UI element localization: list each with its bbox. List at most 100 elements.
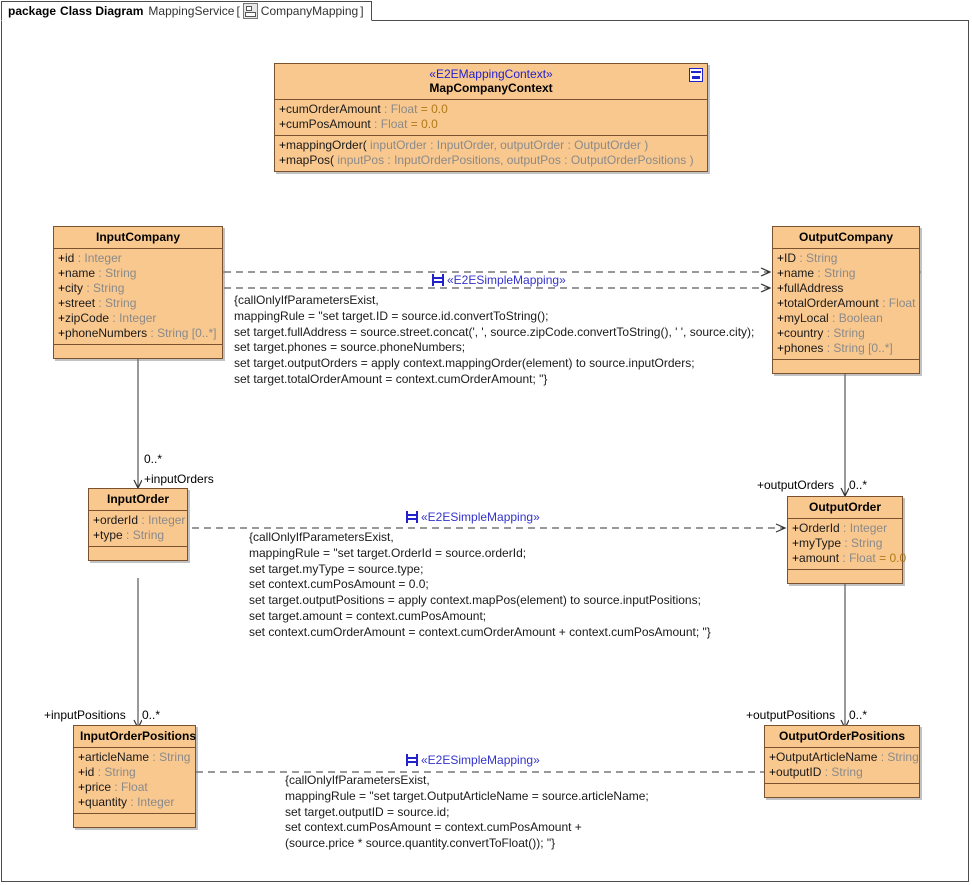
attribute-name: cumOrderAmount bbox=[286, 102, 381, 116]
attribute-type: String [0..*] bbox=[833, 341, 893, 355]
label-output-positions-multiplicity: 0..* bbox=[849, 708, 868, 722]
operations-compartment bbox=[54, 345, 222, 358]
operation-name: mappingOrder( bbox=[286, 138, 367, 152]
visibility: + bbox=[769, 765, 777, 779]
class-name: OutputCompany bbox=[799, 230, 893, 244]
attribute-type: String bbox=[132, 528, 165, 542]
attribute-type: String bbox=[831, 765, 863, 779]
attribute-name: zipCode bbox=[65, 311, 110, 325]
attribute-name: type bbox=[100, 528, 123, 542]
simple-mapping-icon bbox=[406, 511, 418, 523]
attribute-name: phoneNumbers bbox=[65, 326, 148, 340]
attribute-row: +country : String bbox=[777, 326, 914, 341]
mapping-rule-order: {callOnlyIfParametersExist, mappingRule … bbox=[249, 530, 711, 639]
stereotype-text: «E2ESimpleMapping» bbox=[447, 273, 566, 287]
attribute-type: Integer bbox=[84, 251, 122, 265]
class-output-company[interactable]: OutputCompany +ID : String +name : Strin… bbox=[772, 226, 920, 374]
attribute-type: String bbox=[105, 266, 137, 280]
label-input-orders-multiplicity: 0..* bbox=[144, 452, 163, 466]
package-kind: Class Diagram bbox=[60, 4, 144, 18]
package-frame bbox=[1, 20, 969, 882]
visibility: + bbox=[777, 341, 785, 355]
separator: : bbox=[814, 266, 825, 280]
attribute-row: +amount : Float = 0.0 bbox=[792, 551, 906, 566]
package-service-name: MappingService bbox=[148, 4, 235, 18]
visibility: + bbox=[769, 750, 777, 764]
separator: : bbox=[796, 251, 807, 265]
operation-params: inputOrder : InputOrder, outputOrder : O… bbox=[366, 138, 649, 152]
label-input-positions-role: +inputPositions bbox=[44, 708, 126, 722]
separator: : bbox=[370, 117, 381, 131]
attribute-row: +phoneNumbers : String [0..*] bbox=[58, 326, 217, 341]
separator: : bbox=[149, 750, 160, 764]
attribute-name: fullAddress bbox=[784, 281, 844, 295]
attribute-name: amount bbox=[799, 551, 840, 565]
attribute-name: myType bbox=[799, 536, 842, 550]
visibility: + bbox=[777, 296, 785, 310]
attribute-row: +ID : String bbox=[777, 251, 914, 266]
attribute-name: ID bbox=[784, 251, 797, 265]
attribute-default: 0.0 bbox=[889, 551, 907, 565]
class-header: OutputOrderPositions bbox=[765, 726, 919, 748]
visibility: + bbox=[58, 296, 66, 310]
attribute-type: Integer bbox=[119, 311, 157, 325]
attribute-type: String bbox=[833, 326, 865, 340]
attribute-name: quantity bbox=[85, 795, 128, 809]
operations-compartment bbox=[773, 360, 919, 373]
attribute-row: +OrderId : Integer bbox=[792, 521, 897, 536]
attribute-type: Boolean bbox=[838, 311, 883, 325]
separator: : bbox=[841, 536, 852, 550]
attribute-row: +myLocal : Boolean bbox=[777, 311, 914, 326]
class-header: InputOrder bbox=[89, 489, 187, 511]
stereotype-text: «E2ESimpleMapping» bbox=[421, 753, 540, 767]
separator: : bbox=[95, 296, 106, 310]
class-input-order[interactable]: InputOrder +orderId : Integer +type : St… bbox=[88, 488, 188, 561]
attribute-row: +id : Integer bbox=[58, 251, 217, 266]
attribute-type: String bbox=[824, 266, 856, 280]
class-output-order-positions[interactable]: OutputOrderPositions +OutputArticleName … bbox=[764, 725, 920, 798]
attribute-type: Float bbox=[121, 780, 148, 794]
separator: : bbox=[138, 513, 149, 527]
attribute-type: String bbox=[887, 750, 919, 764]
class-name: InputOrderPositions bbox=[80, 729, 197, 743]
attribute-row: +zipCode : Integer bbox=[58, 311, 217, 326]
class-header: InputOrderPositions bbox=[74, 726, 197, 748]
attribute-row: +phones : String [0..*] bbox=[777, 341, 914, 356]
separator: : bbox=[95, 266, 106, 280]
class-name: InputCompany bbox=[96, 230, 180, 244]
attribute-type: String [0..*] bbox=[157, 326, 217, 340]
simple-mapping-icon bbox=[406, 754, 418, 766]
separator: : bbox=[828, 311, 839, 325]
attribute-name: price bbox=[85, 780, 112, 794]
attribute-name: myLocal bbox=[784, 311, 829, 325]
attribute-row: +myType : String bbox=[792, 536, 897, 551]
visibility: + bbox=[279, 138, 287, 152]
attribute-name: country bbox=[784, 326, 824, 340]
separator: : bbox=[147, 326, 158, 340]
class-map-company-context[interactable]: «E2EMappingContext» MapCompanyContext +c… bbox=[274, 63, 708, 172]
separator: : bbox=[109, 311, 120, 325]
separator: : bbox=[877, 750, 888, 764]
visibility: + bbox=[58, 266, 66, 280]
attributes-compartment: +cumOrderAmount : Float = 0.0 +cumPosAmo… bbox=[275, 100, 707, 136]
visibility: + bbox=[58, 251, 66, 265]
visibility: + bbox=[777, 326, 785, 340]
attribute-row: +id : String bbox=[78, 765, 190, 780]
assign: = bbox=[875, 551, 890, 565]
package-header-tab: package Class Diagram MappingService [ C… bbox=[1, 1, 372, 21]
class-input-company[interactable]: InputCompany +id : Integer +name : Strin… bbox=[53, 226, 223, 359]
class-input-order-positions[interactable]: InputOrderPositions +articleName : Strin… bbox=[73, 725, 196, 828]
separator: : bbox=[83, 281, 94, 295]
attribute-type: Float bbox=[888, 296, 916, 310]
attribute-type: Integer bbox=[849, 521, 888, 535]
attribute-name: totalOrderAmount bbox=[784, 296, 879, 310]
visibility: + bbox=[58, 281, 66, 295]
separator: : bbox=[380, 102, 391, 116]
attribute-name: outputID bbox=[776, 765, 822, 779]
attribute-name: name bbox=[65, 266, 96, 280]
attribute-type: Float bbox=[390, 102, 418, 116]
class-output-order[interactable]: OutputOrder +OrderId : Integer +myType :… bbox=[787, 496, 906, 584]
visibility: + bbox=[792, 521, 800, 535]
attribute-name: orderId bbox=[100, 513, 139, 527]
attribute-name: id bbox=[85, 765, 95, 779]
